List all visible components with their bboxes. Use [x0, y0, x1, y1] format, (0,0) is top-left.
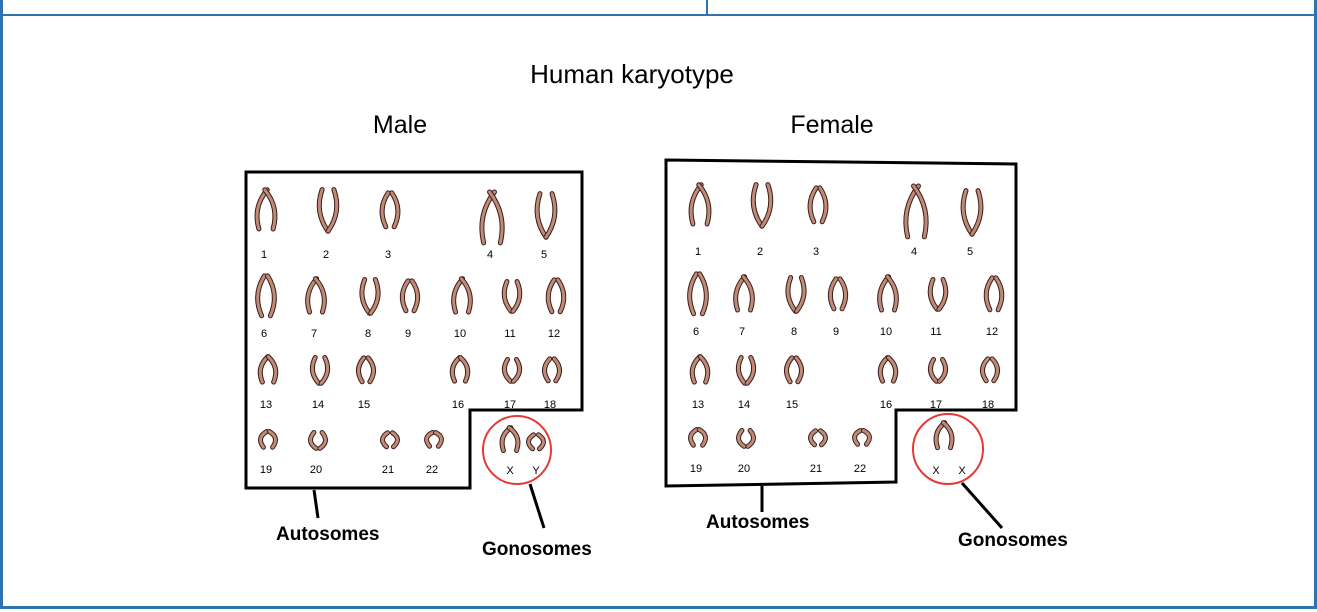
female-chromosome-17-label: 17	[930, 399, 942, 411]
male-chromosome-12-label: 12	[548, 328, 560, 340]
male-autosomes-label: Autosomes	[276, 524, 379, 545]
male-chromosome-14-label: 14	[312, 399, 324, 411]
male-chromosome-13-label: 13	[260, 399, 272, 411]
female-sex-label-1: X	[958, 465, 966, 477]
male-chromosome-10-label: 10	[454, 328, 466, 340]
male-chromosome-20-label: 20	[310, 464, 322, 476]
female-chromosome-14-label: 14	[738, 399, 750, 411]
male-chromosome-4-chromatid-right	[490, 191, 507, 243]
male-sex-label-0: X	[506, 465, 514, 477]
male-autosomes-outline	[246, 172, 582, 488]
female-chromosome-18-label: 18	[982, 399, 994, 411]
male-chromosome-1-label: 1	[261, 249, 267, 261]
female-chromosome-13-label: 13	[692, 399, 704, 411]
female-chromosome-16-label: 16	[880, 399, 892, 411]
male-gonosomes-pointer	[530, 484, 544, 528]
female-chromosome-8-label: 8	[791, 326, 797, 338]
male-chromosome-21-label: 21	[382, 464, 394, 476]
male-chromosome-6-label: 6	[261, 328, 267, 340]
female-chromosome-15-label: 15	[786, 399, 798, 411]
male-chromosome-17-label: 17	[504, 399, 516, 411]
female-chromosome-5-label: 5	[967, 246, 973, 258]
female-chromosome-2-label: 2	[757, 246, 763, 258]
male-chromosome-5-label: 5	[541, 249, 547, 261]
male-gonosomes-label: Gonosomes	[482, 539, 592, 560]
female-autosomes-label: Autosomes	[706, 512, 809, 533]
male-chromosome-19-label: 19	[260, 464, 272, 476]
female-chromosome-20-label: 20	[738, 463, 750, 475]
female-chromosome-7-label: 7	[739, 326, 745, 338]
female-gonosomes-label: Gonosomes	[958, 530, 1068, 551]
female-gonosomes-pointer	[962, 483, 1002, 528]
male-sex-label-1: Y	[532, 465, 540, 477]
male-chromosome-3-label: 3	[385, 249, 391, 261]
male-chromosome-9-label: 9	[405, 328, 411, 340]
male-chromosome-7-label: 7	[311, 328, 317, 340]
female-chromosome-3-label: 3	[813, 246, 819, 258]
female-sex-label-0: X	[932, 465, 940, 477]
male-chromosome-15-label: 15	[358, 399, 370, 411]
male-heading: Male	[373, 111, 427, 139]
male-autosomes-pointer	[314, 490, 318, 518]
female-chromosome-19-label: 19	[690, 463, 702, 475]
female-chromosome-1-label: 1	[695, 246, 701, 258]
male-chromosome-16-label: 16	[452, 399, 464, 411]
female-chromosome-4-chromatid-right	[914, 185, 931, 237]
male-chromosome-22-label: 22	[426, 464, 438, 476]
male-chromosome-11-label: 11	[504, 328, 515, 340]
female-chromosome-10-label: 10	[880, 326, 892, 338]
female-chromosome-11-label: 11	[930, 326, 941, 338]
female-heading: Female	[790, 111, 873, 139]
male-chromosome-2-label: 2	[323, 249, 329, 261]
female-chromosome-22-label: 22	[854, 463, 866, 475]
male-chromosome-8-label: 8	[365, 328, 371, 340]
female-chromosome-12-label: 12	[986, 326, 998, 338]
female-chromosome-4-label: 4	[911, 246, 917, 258]
female-chromosome-6-label: 6	[693, 326, 699, 338]
female-chromosome-21-label: 21	[810, 463, 822, 475]
male-chromosome-4-label: 4	[487, 249, 493, 261]
male-chromosome-18-label: 18	[544, 399, 556, 411]
diagram-title: Human karyotype	[530, 59, 734, 89]
female-chromosome-9-label: 9	[833, 326, 839, 338]
